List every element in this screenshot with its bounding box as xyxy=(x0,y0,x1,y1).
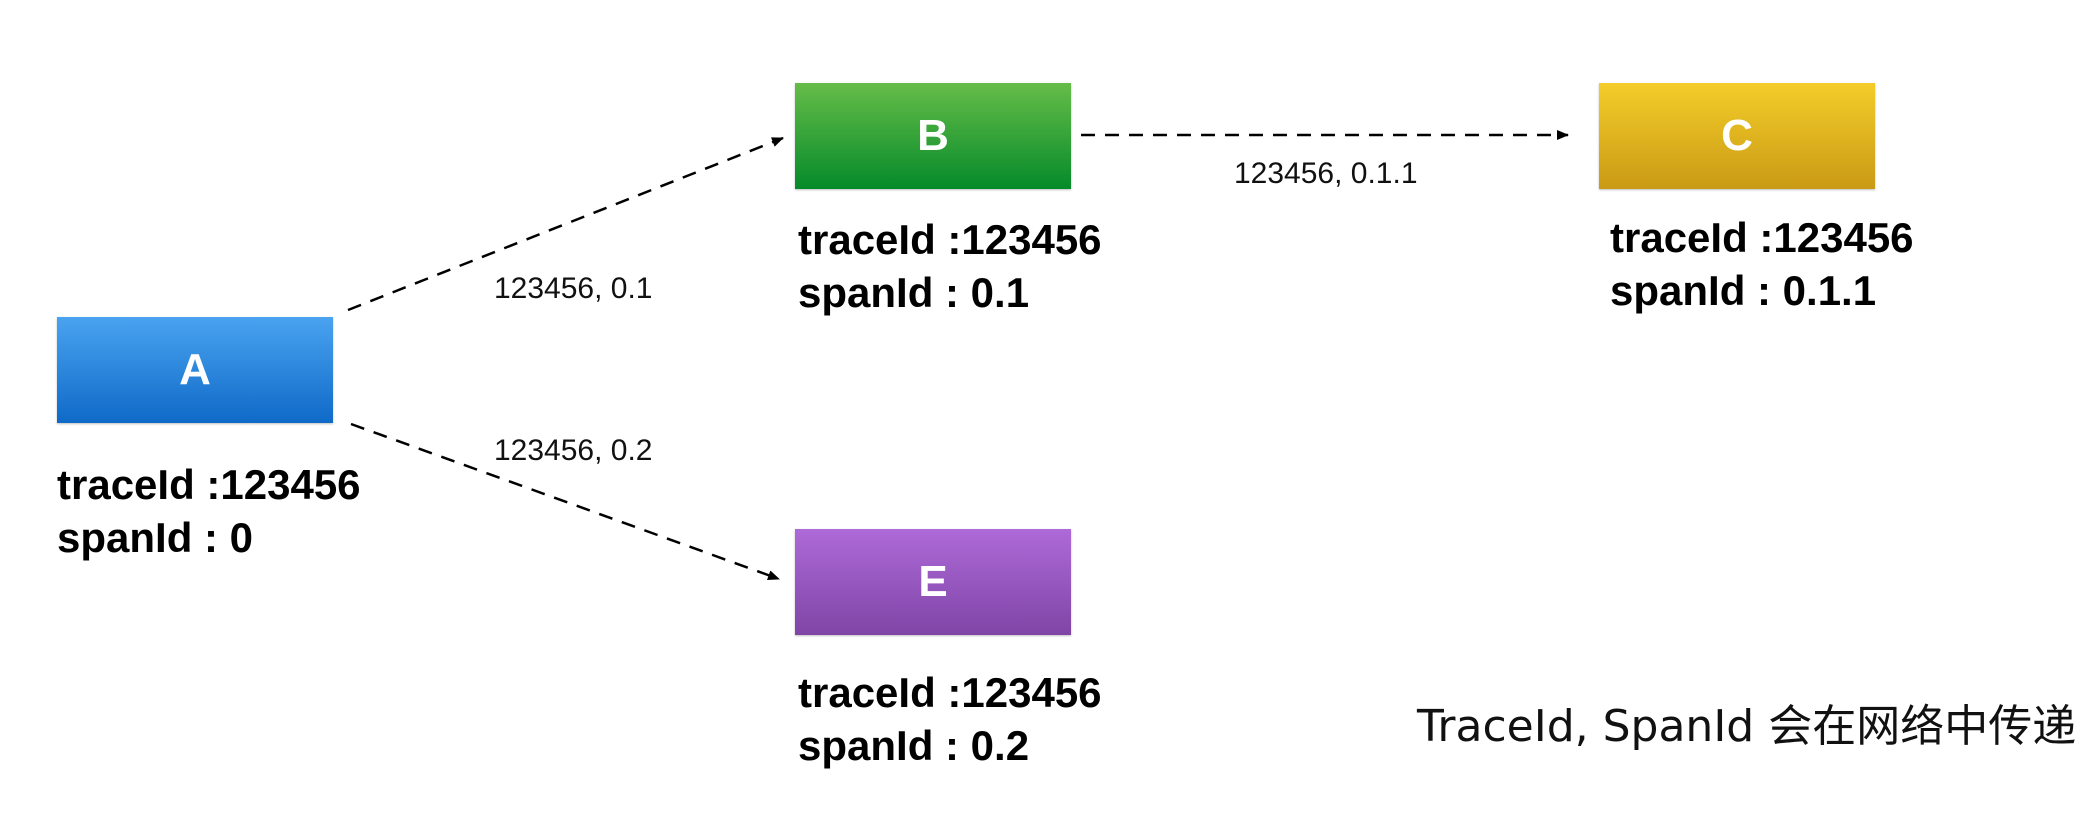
node-e: E xyxy=(795,529,1071,635)
edge-a-to-e-label: 123456, 0.2 xyxy=(494,434,653,467)
edge-b-to-c-label: 123456, 0.1.1 xyxy=(1234,157,1418,190)
edge-a-to-e xyxy=(350,422,780,581)
node-a: A xyxy=(57,317,333,423)
node-e-label: E xyxy=(918,557,948,606)
node-b-label: B xyxy=(917,111,949,160)
node-c-trace-id: traceId :123456 xyxy=(1610,214,1914,261)
edge-a-to-b-label: 123456, 0.1 xyxy=(494,272,653,305)
caption: TraceId, SpanId 会在网络中传递 xyxy=(1417,701,2077,752)
node-b: B xyxy=(795,83,1071,189)
node-e-trace-id: traceId :123456 xyxy=(798,669,1102,716)
node-c-label: C xyxy=(1721,111,1753,160)
node-a-span-id: spanId : 0 xyxy=(57,514,254,561)
node-c: C xyxy=(1599,83,1875,189)
node-a-label: A xyxy=(179,345,211,394)
node-b-trace-id: traceId :123456 xyxy=(798,216,1102,263)
edge-a-to-b xyxy=(347,136,784,312)
node-a-trace-id: traceId :123456 xyxy=(57,461,361,508)
node-a-info: traceId :123456 spanId : 0 xyxy=(57,458,361,564)
node-e-info: traceId :123456 spanId : 0.2 xyxy=(798,666,1102,772)
node-b-info: traceId :123456 spanId : 0.1 xyxy=(798,213,1102,319)
node-b-span-id: spanId : 0.1 xyxy=(798,269,1030,316)
node-e-span-id: spanId : 0.2 xyxy=(798,722,1030,769)
node-c-info: traceId :123456 spanId : 0.1.1 xyxy=(1610,211,1914,317)
node-c-span-id: spanId : 0.1.1 xyxy=(1610,267,1877,314)
